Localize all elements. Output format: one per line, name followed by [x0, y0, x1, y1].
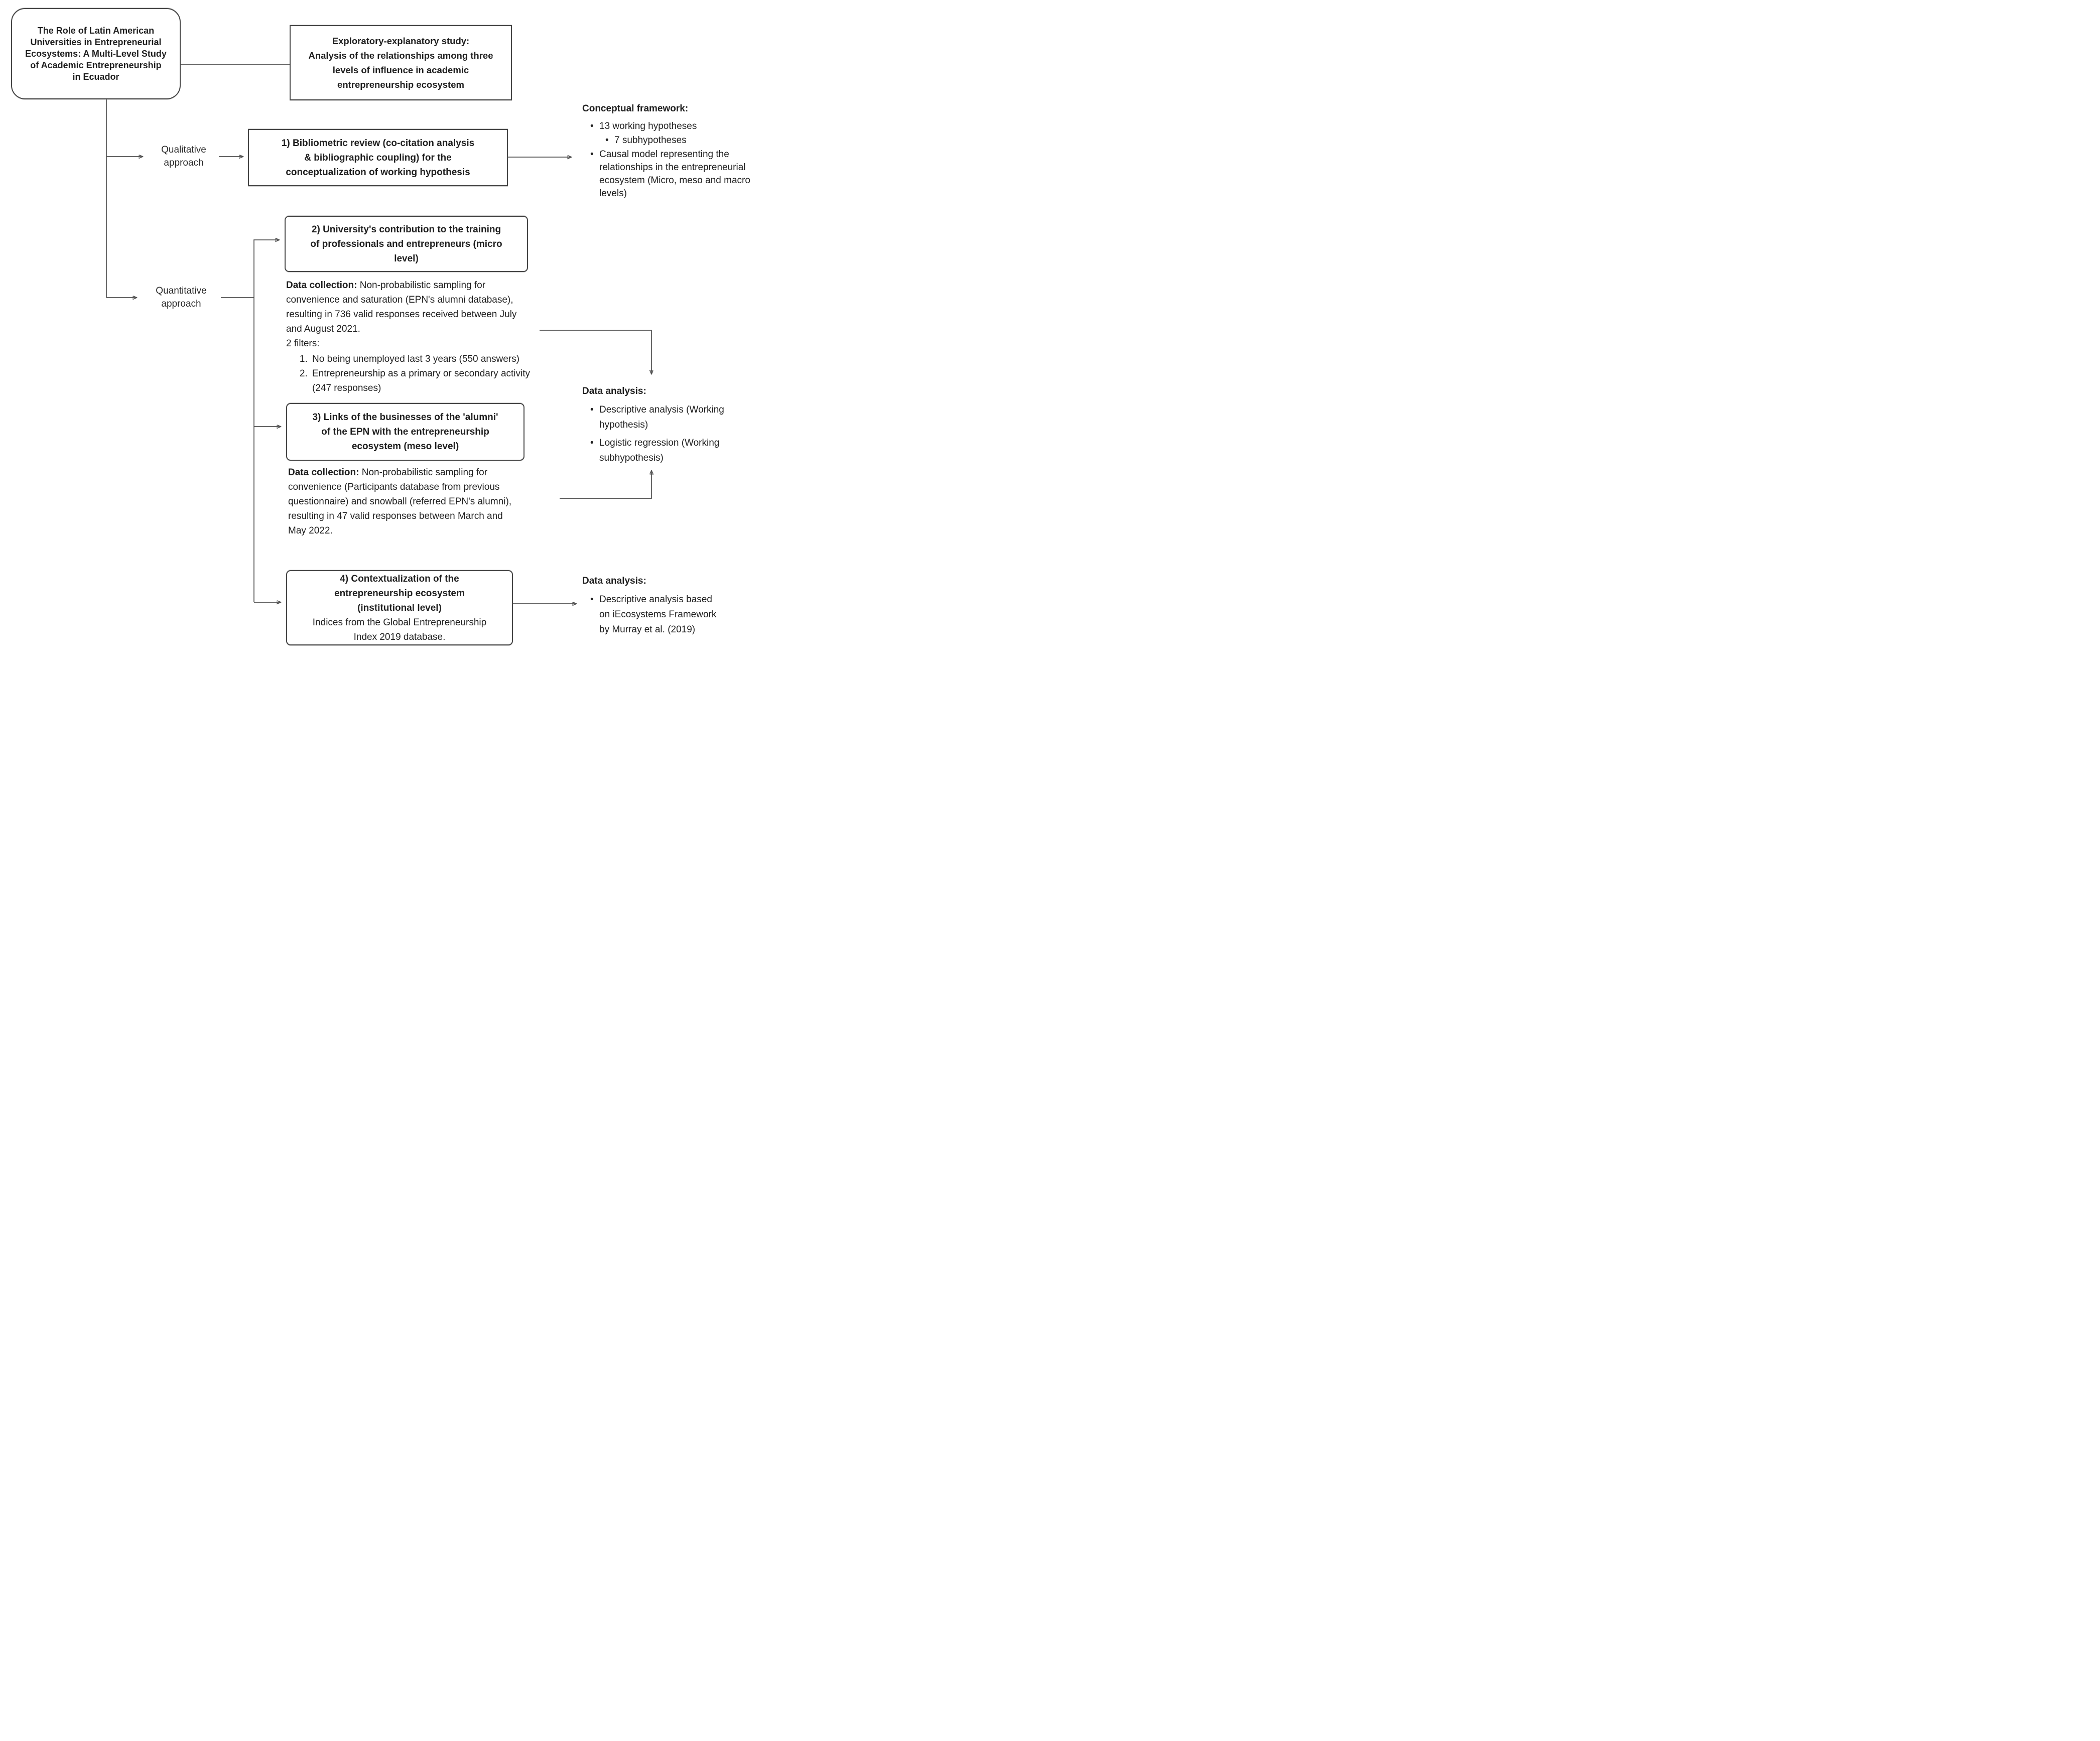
- data-analysis-bottom-block: Data analysis: Descriptive analysis base…: [582, 575, 733, 640]
- data-collection-1: Data collection: Non-probabilistic sampl…: [286, 278, 567, 395]
- box1-text: 1) Bibliometric review (co-citation anal…: [281, 138, 475, 178]
- filter-item: No being unemployed last 3 years (550 an…: [310, 352, 544, 366]
- data-collection-2: Data collection: Non-probabilistic sampl…: [288, 465, 559, 538]
- framework-bullet: Causal model representing the relationsh…: [590, 148, 779, 200]
- study-text: Exploratory-explanatory study: Analysis …: [308, 36, 493, 90]
- data-analysis-list: Descriptive analysis (Working hypothesis…: [582, 403, 753, 466]
- box4-title: 4) Contextualization of the entrepreneur…: [334, 573, 465, 613]
- box3-text: 3) Links of the businesses of the 'alumn…: [312, 412, 498, 452]
- box3-alumni-links: 3) Links of the businesses of the 'alumn…: [286, 403, 524, 461]
- conceptual-framework-heading: Conceptual framework:: [582, 103, 689, 114]
- framework-bullet: 13 working hypotheses: [590, 120, 780, 133]
- methodology-flowchart: The Role of Latin American Universities …: [0, 0, 787, 652]
- conceptual-framework-list: 13 working hypotheses 7 subhypotheses Ca…: [582, 120, 780, 200]
- box2-text: 2) University's contribution to the trai…: [310, 224, 502, 264]
- filter-item: Entrepreneurship as a primary or seconda…: [310, 366, 544, 395]
- data-collection-2-text: Non-probabilistic sampling for convenien…: [288, 467, 512, 536]
- analysis-bullet: Descriptive analysis (Working hypothesis…: [590, 403, 750, 433]
- data-collection-1-label: Data collection:: [286, 280, 357, 291]
- title-text: The Role of Latin American Universities …: [25, 25, 167, 82]
- qualitative-approach-label: Qualitative approach: [161, 145, 206, 168]
- box4-subtitle: Indices from the Global Entrepreneurship…: [312, 617, 487, 642]
- box1-bibliometric-review: 1) Bibliometric review (co-citation anal…: [248, 129, 508, 186]
- study-box: Exploratory-explanatory study: Analysis …: [290, 25, 512, 100]
- box4-contextualization: 4) Contextualization of the entrepreneur…: [286, 570, 513, 645]
- quantitative-approach-label: Quantitative approach: [156, 286, 207, 309]
- box2-university-contribution: 2) University's contribution to the trai…: [285, 216, 528, 272]
- filters-list: No being unemployed last 3 years (550 an…: [286, 352, 567, 395]
- framework-sub-bullet: 7 subhypotheses: [605, 134, 780, 147]
- data-collection-1-text: Non-probabilistic sampling for convenien…: [286, 280, 517, 349]
- data-collection-2-label: Data collection:: [288, 467, 359, 478]
- data-analysis-list: Descriptive analysis based on iEcosystem…: [582, 592, 733, 637]
- data-analysis-mid-block: Data analysis: Descriptive analysis (Wor…: [582, 385, 753, 469]
- data-analysis-heading: Data analysis:: [582, 386, 646, 396]
- conceptual-framework-block: Conceptual framework: 13 working hypothe…: [582, 103, 780, 201]
- data-analysis-heading: Data analysis:: [582, 576, 646, 586]
- analysis-bullet: Descriptive analysis based on iEcosystem…: [590, 592, 719, 637]
- arrow-dc2-to-analysis: [560, 471, 651, 499]
- analysis-bullet: Logistic regression (Working subhypothes…: [590, 436, 750, 466]
- arrow-trunk-to-box2: [253, 240, 279, 298]
- title-box: The Role of Latin American Universities …: [11, 8, 181, 99]
